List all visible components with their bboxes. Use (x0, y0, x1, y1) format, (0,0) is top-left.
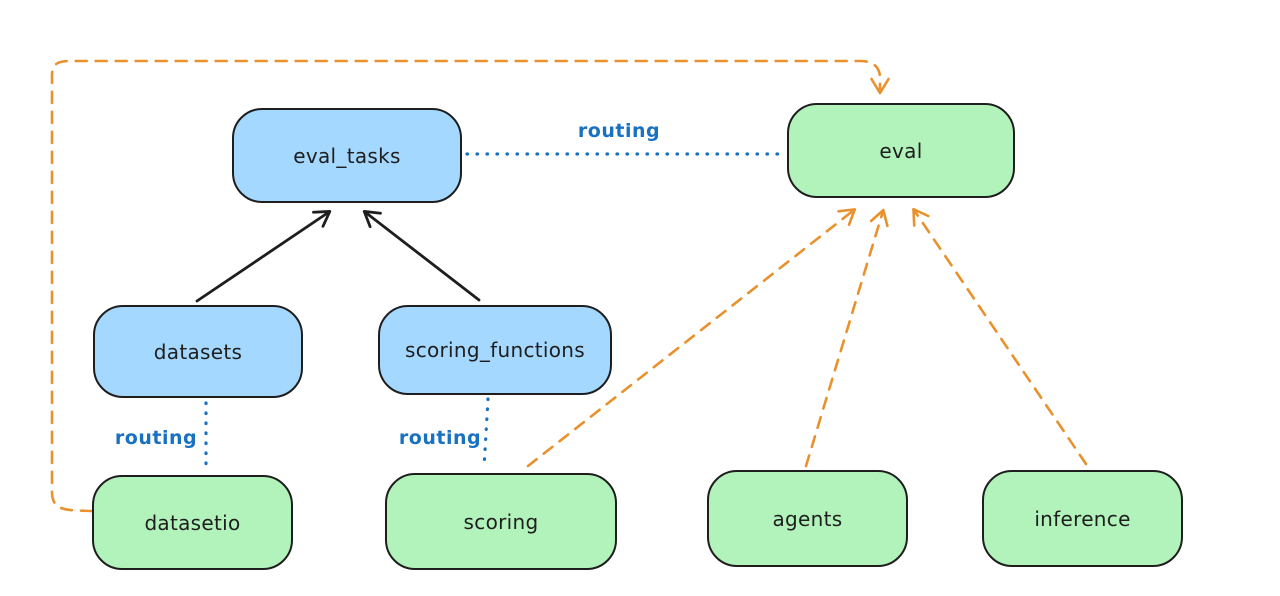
routing-label-scoring-functions-scoring: routing (398, 427, 482, 449)
node-scoring-functions: scoring_functions (378, 305, 612, 395)
node-inference-label: inference (1034, 506, 1131, 531)
edge-datasetio-to-eval-loop (50, 59, 890, 513)
node-agents-label: agents (772, 506, 843, 531)
routing-label-eval-tasks-eval: routing (577, 120, 661, 142)
node-eval-label: eval (879, 138, 923, 163)
node-inference: inference (982, 470, 1183, 567)
edge-routing-scoring-functions-to-scoring (482, 397, 490, 470)
node-agents: agents (707, 470, 908, 567)
routing-label-datasets-datasetio: routing (114, 427, 198, 449)
node-scoring: scoring (385, 473, 617, 570)
edge-agents-to-eval (804, 208, 889, 468)
edge-inference-to-eval (912, 207, 1088, 466)
edge-scoring-functions-to-eval-tasks (362, 209, 481, 302)
node-eval-tasks-label: eval_tasks (293, 143, 401, 168)
node-datasetio-label: datasetio (144, 510, 241, 535)
edge-scoring-to-eval (526, 208, 857, 468)
node-eval-tasks: eval_tasks (232, 108, 462, 203)
node-scoring-label: scoring (463, 509, 539, 534)
node-scoring-functions-label: scoring_functions (404, 338, 586, 362)
node-eval: eval (787, 103, 1015, 198)
edge-datasets-to-eval-tasks (195, 210, 332, 303)
node-datasets: datasets (93, 305, 303, 398)
node-datasetio: datasetio (92, 475, 293, 570)
node-datasets-label: datasets (153, 339, 243, 364)
